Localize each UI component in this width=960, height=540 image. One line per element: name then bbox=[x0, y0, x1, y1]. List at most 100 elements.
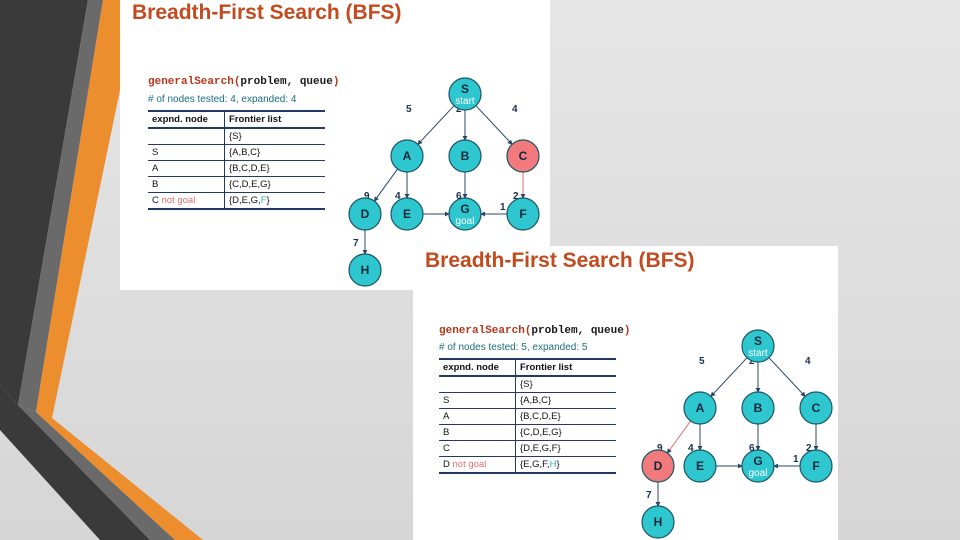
table-row: C not goal {D,E,G,F} bbox=[148, 192, 325, 209]
frontier-text: {D,E,G, bbox=[229, 195, 261, 206]
edge-s-c bbox=[475, 105, 513, 145]
code-function: generalSearch( bbox=[439, 325, 532, 337]
frontier-end: } bbox=[556, 459, 560, 470]
table-row: C{D,E,G,F} bbox=[439, 440, 616, 457]
cell-node: B bbox=[148, 176, 225, 193]
node-label: F bbox=[812, 459, 819, 473]
node-id: C bbox=[152, 195, 159, 206]
node-e bbox=[390, 197, 424, 231]
node-label: H bbox=[654, 515, 663, 529]
node-label: C bbox=[519, 149, 528, 163]
node-id: D bbox=[443, 459, 450, 470]
edge-weight: 6 bbox=[749, 443, 755, 454]
slide-2: Breadth-First Search (BFS) generalSearch… bbox=[413, 246, 838, 540]
node-g bbox=[448, 197, 482, 231]
edge-s-a bbox=[417, 105, 455, 145]
node-sublabel: start bbox=[455, 96, 475, 107]
node-label: C bbox=[812, 401, 821, 415]
cell-frontier: {C,D,E,G} bbox=[224, 176, 325, 193]
node-d bbox=[348, 197, 382, 231]
edge-a-d bbox=[373, 168, 399, 202]
edge-s-a bbox=[710, 357, 748, 397]
edge-weight: 7 bbox=[353, 238, 359, 249]
cell-node: B bbox=[439, 424, 516, 441]
table-row: S{A,B,C} bbox=[439, 392, 616, 409]
table-row: D not goal {E,G,F,H} bbox=[439, 456, 616, 473]
edge-weight: 9 bbox=[657, 443, 663, 454]
not-goal-note: not goal bbox=[452, 459, 487, 470]
search-graph: 5249462617SstartABCDEGgoalFH bbox=[348, 77, 540, 287]
table-header-row: expnd. node Frontier list bbox=[148, 111, 325, 128]
table-row: {S} bbox=[148, 127, 325, 145]
cell-node: C not goal bbox=[148, 192, 225, 209]
edge-weight: 4 bbox=[688, 443, 694, 454]
cell-frontier: {B,C,D,E} bbox=[224, 160, 325, 177]
node-s bbox=[448, 77, 482, 111]
cell-frontier: {A,B,C} bbox=[224, 144, 325, 161]
cell-node: C bbox=[439, 440, 516, 457]
cell-frontier: {D,E,G,F} bbox=[515, 440, 616, 457]
node-label: G bbox=[753, 454, 762, 468]
node-b bbox=[448, 139, 482, 173]
node-label: H bbox=[361, 263, 370, 277]
edge-weight: 2 bbox=[749, 356, 755, 367]
slide-1: Breadth-First Search (BFS) generalSearch… bbox=[120, 0, 550, 290]
frontier-end: } bbox=[266, 195, 270, 206]
search-stats: # of nodes tested: 5, expanded: 5 bbox=[439, 342, 588, 353]
node-label: A bbox=[403, 149, 412, 163]
edge-weight: 2 bbox=[456, 104, 462, 115]
cell-frontier: {S} bbox=[515, 375, 616, 393]
slide-title: Breadth-First Search (BFS) bbox=[425, 249, 695, 272]
edge-weight: 2 bbox=[806, 443, 812, 454]
col-frontier-list: Frontier list bbox=[229, 114, 282, 125]
table-row: S{A,B,C} bbox=[148, 144, 325, 161]
edge-weight: 4 bbox=[395, 191, 401, 202]
node-h bbox=[641, 505, 675, 539]
node-label: S bbox=[461, 82, 469, 96]
node-label: D bbox=[654, 459, 663, 473]
node-label: G bbox=[460, 202, 469, 216]
search-graph: 5249462617SstartABCDEGgoalFH bbox=[641, 329, 833, 539]
node-label: E bbox=[696, 459, 704, 473]
node-sublabel: goal bbox=[456, 216, 475, 227]
table-row: {S} bbox=[439, 375, 616, 393]
node-label: A bbox=[696, 401, 705, 415]
cell-node: A bbox=[148, 160, 225, 177]
node-label: F bbox=[519, 207, 526, 221]
edge-s-c bbox=[768, 357, 806, 397]
code-function: generalSearch( bbox=[148, 76, 241, 88]
cell-frontier: {A,B,C} bbox=[515, 392, 616, 409]
node-sublabel: goal bbox=[749, 468, 768, 479]
cell-node bbox=[439, 375, 516, 393]
table-header-row: expnd. node Frontier list bbox=[439, 359, 616, 376]
node-s bbox=[741, 329, 775, 363]
cell-frontier: {C,D,E,G} bbox=[515, 424, 616, 441]
code-line: generalSearch(problem, queue) bbox=[439, 325, 630, 337]
cell-frontier: {D,E,G,F} bbox=[224, 192, 325, 209]
edge-weight: 7 bbox=[646, 490, 652, 501]
frontier-new-node: F bbox=[260, 195, 267, 206]
slide-title: Breadth-First Search (BFS) bbox=[132, 1, 402, 24]
edge-weight: 1 bbox=[793, 454, 799, 465]
edge-weight: 9 bbox=[364, 191, 370, 202]
frontier-table: expnd. node Frontier list {S} S{A,B,C} A… bbox=[439, 358, 616, 474]
table-row: A{B,C,D,E} bbox=[439, 408, 616, 425]
cell-node bbox=[148, 127, 225, 145]
node-label: B bbox=[461, 149, 470, 163]
col-frontier-list: Frontier list bbox=[520, 362, 573, 373]
table-row: B{C,D,E,G} bbox=[148, 176, 325, 193]
cell-node: A bbox=[439, 408, 516, 425]
cell-node: S bbox=[439, 392, 516, 409]
cell-frontier: {E,G,F,H} bbox=[515, 456, 616, 473]
table-row: B{C,D,E,G} bbox=[439, 424, 616, 441]
code-close: ) bbox=[623, 325, 631, 337]
node-c bbox=[799, 391, 833, 425]
node-label: B bbox=[754, 401, 763, 415]
col-expanded-node: expnd. node bbox=[148, 111, 225, 128]
not-goal-note: not goal bbox=[161, 195, 196, 206]
node-f bbox=[506, 197, 540, 231]
node-c bbox=[506, 139, 540, 173]
node-g bbox=[741, 449, 775, 483]
node-a bbox=[390, 139, 424, 173]
